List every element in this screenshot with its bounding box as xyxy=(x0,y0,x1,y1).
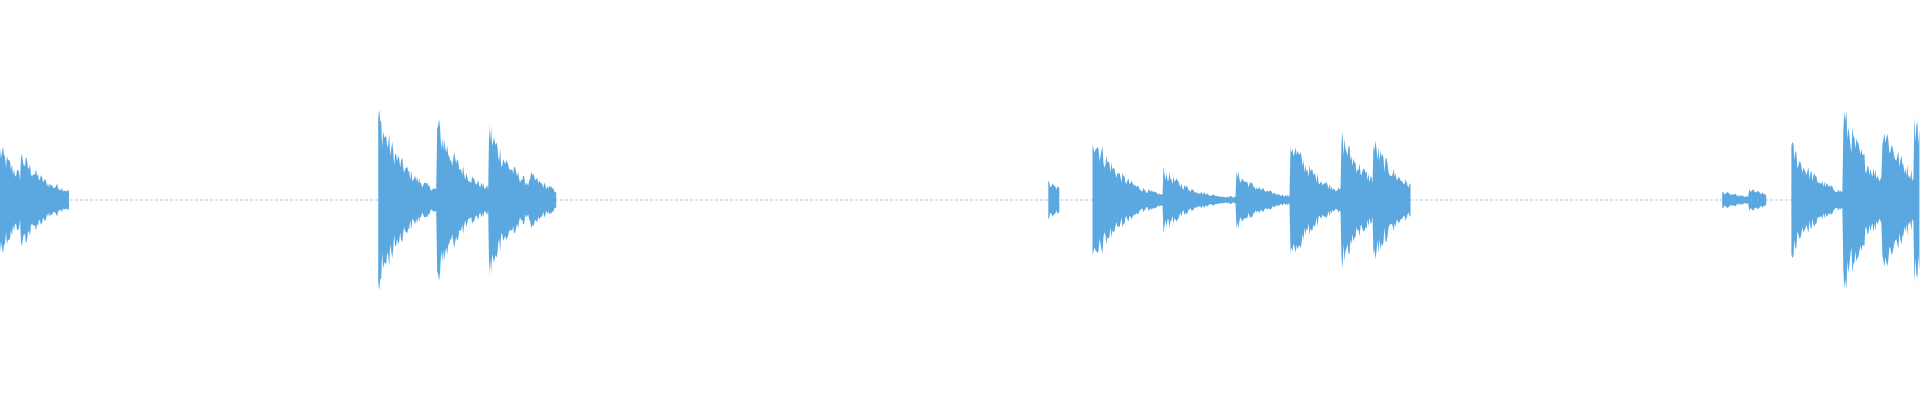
waveform-burst-shape xyxy=(1048,180,1060,220)
waveform-burst xyxy=(1722,188,1767,212)
waveform-burst-shape xyxy=(1722,188,1767,212)
waveform-burst xyxy=(1048,180,1060,220)
waveform-burst xyxy=(1791,110,1920,290)
waveform-burst-shape xyxy=(1791,110,1920,290)
waveform-burst xyxy=(0,146,69,254)
waveform-burst xyxy=(1092,131,1411,269)
waveform-burst-shape xyxy=(0,146,69,254)
waveform-burst-shape xyxy=(1092,131,1411,269)
waveform-burst-shape xyxy=(378,109,557,291)
waveform-burst xyxy=(378,109,557,291)
